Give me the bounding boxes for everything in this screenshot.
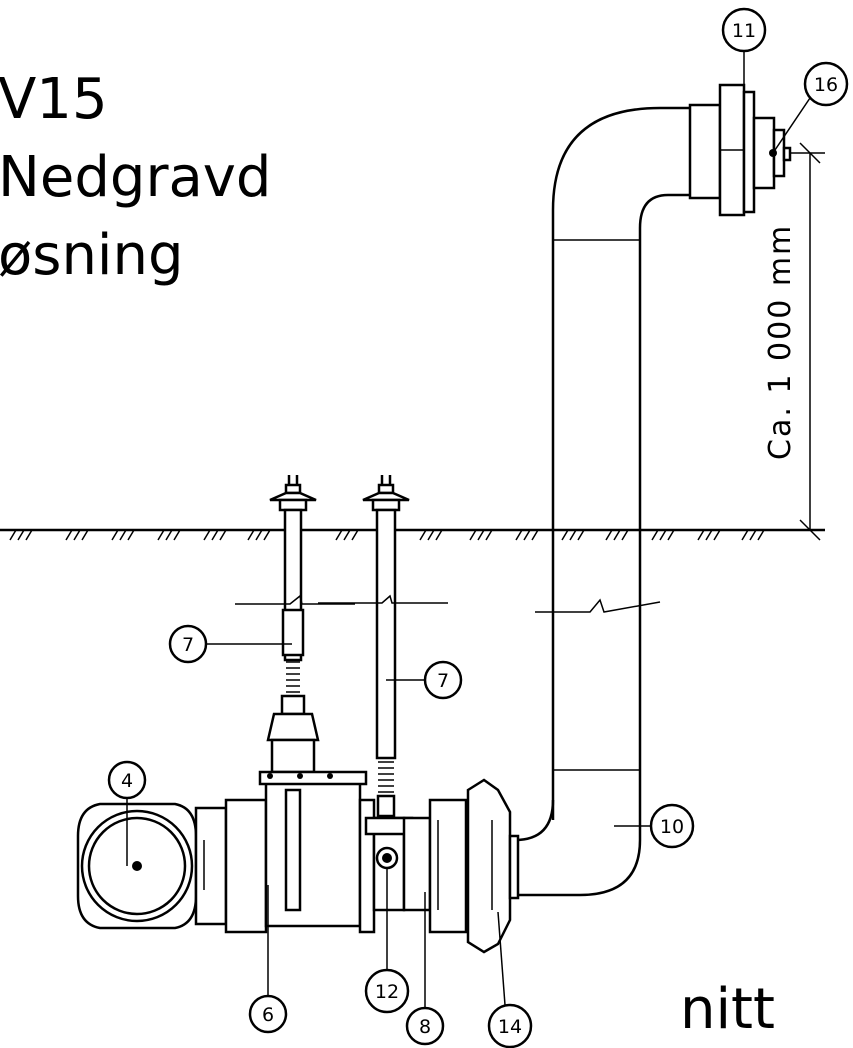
callout-12-label: 12 [375, 981, 399, 1003]
callout-10-label: 10 [660, 816, 684, 838]
title-line-3: øsning [0, 223, 184, 288]
callout-14 [487, 1003, 533, 1048]
callout-11-label: 11 [732, 20, 756, 42]
main-line [76, 770, 520, 954]
callout-8-label: 8 [419, 1016, 431, 1038]
section-label: nitt [680, 977, 775, 1042]
callout-16-label: 16 [814, 74, 838, 96]
ground-hatching [9, 529, 765, 541]
dimension-label: Ca. 1 000 mm [763, 224, 798, 460]
title-line-1: V15 [0, 67, 108, 132]
callout-6-label: 6 [262, 1004, 274, 1026]
callout-14-label: 14 [498, 1016, 522, 1038]
callout-4-label: 4 [121, 770, 133, 792]
callouts: 4 6 7 7 8 10 11 12 14 [107, 7, 849, 1048]
surface-cap-right [318, 475, 448, 818]
riser-pipe [514, 106, 690, 897]
dimension: Ca. 1 000 mm [763, 142, 825, 541]
top-outlet [688, 83, 792, 217]
callout-7-right-label: 7 [437, 670, 449, 692]
callout-16 [803, 61, 849, 107]
title-line-2: Nedgravd [0, 145, 272, 210]
surface-cap-left [235, 475, 355, 774]
ground-line [0, 528, 825, 541]
callout-7-left-label: 7 [182, 634, 194, 656]
